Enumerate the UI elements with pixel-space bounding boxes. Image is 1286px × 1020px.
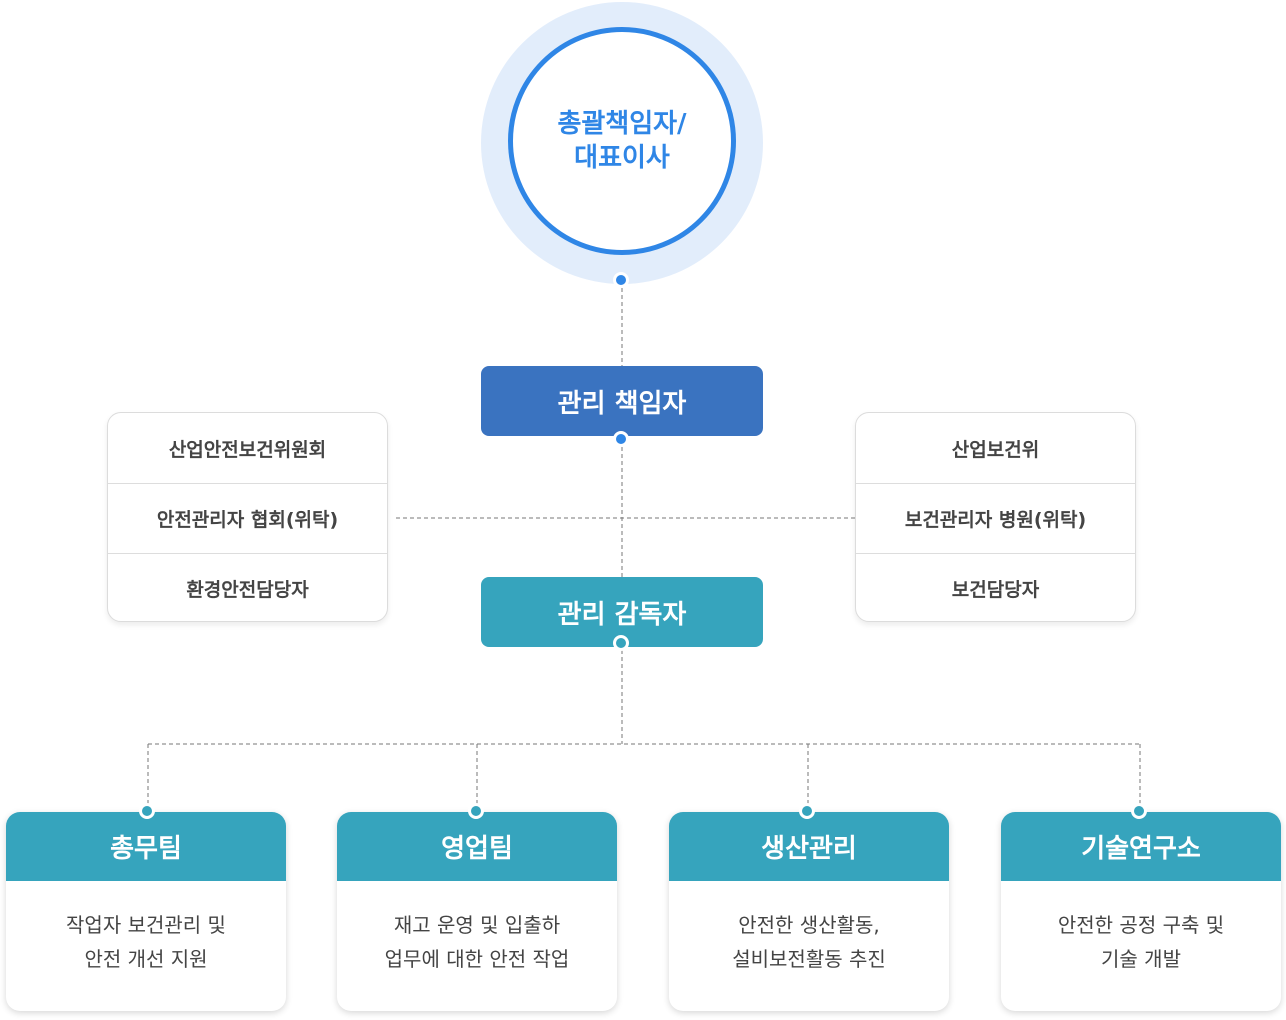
team-connector-dot [468,803,484,819]
team-description: 안전한 공정 구축 및 기술 개발 [1001,881,1281,1011]
right-health-panel: 산업보건위 보건관리자 병원(위탁) 보건담당자 [855,412,1136,622]
team-description: 작업자 보건관리 및 안전 개선 지원 [6,881,286,1011]
team-card-general-affairs: 총무팀 작업자 보건관리 및 안전 개선 지원 [6,812,286,1011]
team-desc-line: 작업자 보건관리 및 [66,913,226,937]
supervisor-connector-dot [613,635,629,651]
team-desc-line: 기술 개발 [1101,947,1181,971]
team-description: 안전한 생산활동, 설비보전활동 추진 [669,881,949,1011]
team-connector-dot [799,803,815,819]
ceo-connector-dot [613,272,629,288]
team-desc-line: 안전 개선 지원 [84,947,208,971]
manager-connector-dot [613,431,629,447]
team-desc-line: 업무에 대한 안전 작업 [384,947,570,971]
team-card-sales: 영업팀 재고 운영 및 입출하 업무에 대한 안전 작업 [337,812,617,1011]
ceo-node: 총괄책임자/ 대표이사 [508,27,736,255]
team-desc-line: 안전한 생산활동, [738,913,880,937]
ceo-title-line2: 대표이사 [574,143,670,173]
team-name: 영업팀 [337,812,617,881]
team-name: 총무팀 [6,812,286,881]
team-name: 기술연구소 [1001,812,1281,881]
left-panel-item: 산업안전보건위원회 [168,438,327,461]
ceo-title-line1: 총괄책임자/ [557,109,687,139]
manager-node: 관리 책임자 [481,366,763,436]
left-committee-panel: 산업안전보건위원회 안전관리자 협회(위탁) 환경안전담당자 [107,412,388,622]
right-panel-item: 보건관리자 병원(위탁) [856,483,1135,553]
right-panel-item: 보건담당자 [856,553,1135,621]
team-card-production: 생산관리 안전한 생산활동, 설비보전활동 추진 [669,812,949,1011]
team-desc-line: 설비보전활동 추진 [732,947,886,971]
team-name: 생산관리 [669,812,949,881]
supervisor-label: 관리 감독자 [557,599,687,630]
team-description: 재고 운영 및 입출하 업무에 대한 안전 작업 [337,881,617,1011]
left-panel-item: 환경안전담당자 [108,553,387,621]
manager-label: 관리 책임자 [557,388,687,419]
team-connector-dot [1131,803,1147,819]
team-card-research: 기술연구소 안전한 공정 구축 및 기술 개발 [1001,812,1281,1011]
team-desc-line: 재고 운영 및 입출하 [393,913,561,937]
team-connector-dot [139,803,155,819]
left-panel-item: 안전관리자 협회(위탁) [108,483,387,553]
team-desc-line: 안전한 공정 구축 및 [1057,913,1225,937]
right-panel-item: 산업보건위 [951,438,1040,461]
